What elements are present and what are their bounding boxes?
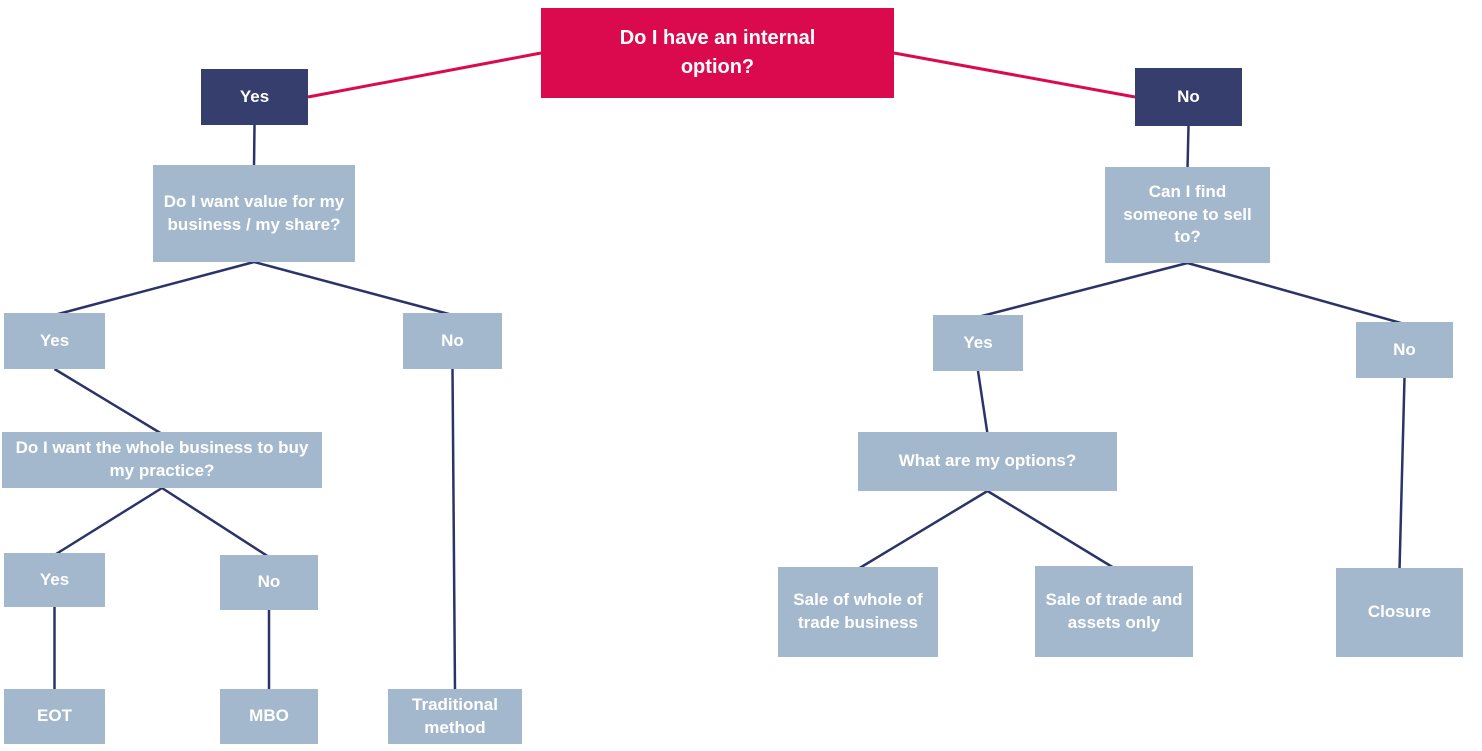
edge-root-yes-internal (307, 51, 542, 99)
edge-yes-sell-q-options (976, 370, 989, 435)
node-traditional-method: Traditional method (388, 689, 522, 744)
edge-no-value-traditional (451, 368, 457, 692)
edge-q-options-sale-assets (986, 489, 1115, 570)
node-no-value: No (403, 313, 502, 369)
edge-no-internal-q-sell (1186, 125, 1190, 170)
edge-q-value-no-value (253, 260, 453, 317)
node-sale-whole-business: Sale of whole of trade business (778, 567, 938, 657)
node-question-sell: Can I find someone to sell to? (1105, 167, 1270, 263)
edge-q-whole-yes-whole (53, 486, 163, 557)
node-sale-trade-assets: Sale of trade and assets only (1035, 566, 1193, 657)
node-no-internal: No (1135, 68, 1242, 126)
node-question-whole-business: Do I want the whole business to buy my p… (2, 432, 322, 488)
node-yes-whole: Yes (4, 553, 105, 607)
node-yes-sell: Yes (933, 315, 1023, 371)
edge-q-sell-no-sell (1187, 261, 1405, 326)
node-question-options: What are my options? (858, 432, 1117, 491)
node-root-question: Do I have an internal option? (541, 8, 894, 98)
edge-root-no-internal (893, 51, 1136, 99)
node-yes-value: Yes (4, 313, 105, 369)
edge-q-options-sale-whole (857, 489, 989, 571)
node-eot: EOT (4, 689, 105, 744)
edge-q-value-yes-value (54, 260, 255, 317)
edge-yes-value-q-whole (53, 367, 163, 436)
edge-no-sell-closure (1398, 377, 1406, 571)
edge-q-whole-no-whole (161, 486, 270, 559)
edge-yes-internal-q-value (252, 124, 256, 168)
edge-q-sell-yes-sell (977, 261, 1188, 319)
node-closure: Closure (1336, 568, 1463, 657)
node-no-sell: No (1356, 322, 1453, 378)
node-no-whole: No (220, 555, 318, 610)
node-yes-internal: Yes (201, 69, 308, 125)
node-mbo: MBO (220, 689, 318, 744)
node-question-value: Do I want value for my business / my sha… (153, 165, 355, 262)
